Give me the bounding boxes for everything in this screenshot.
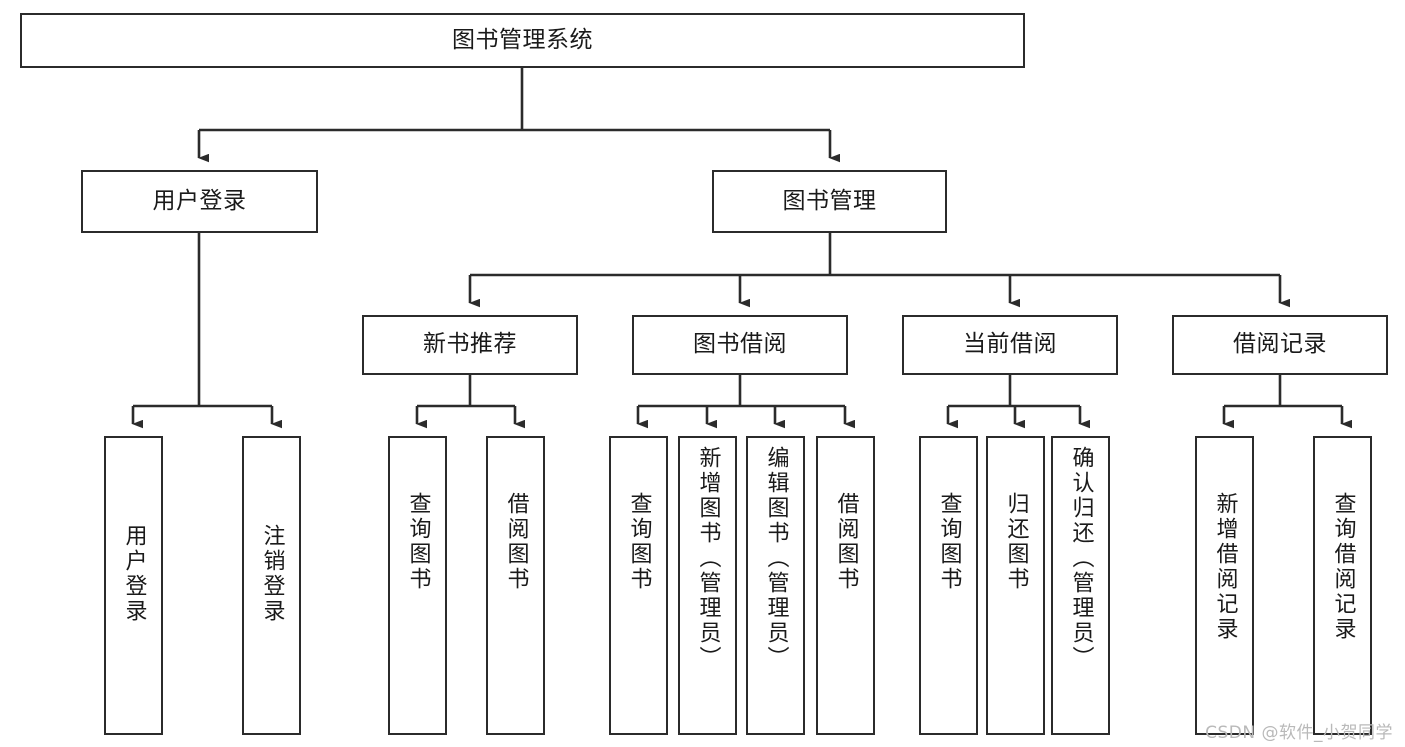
node-label: 确认归还（管理员）	[1068, 446, 1094, 671]
node-leaf-add-borrow-record[interactable]: 新增借阅记录	[1195, 436, 1254, 735]
node-leaf-add-book-admin[interactable]: 新增图书（管理员）	[678, 436, 737, 735]
node-leaf-logout[interactable]: 注销登录	[242, 436, 301, 735]
node-book-borrow[interactable]: 图书借阅	[632, 315, 848, 375]
node-label: 当前借阅	[963, 331, 1057, 358]
node-label: 借阅图书	[833, 492, 859, 592]
node-label: 查询图书	[936, 492, 962, 592]
node-label: 新增图书（管理员）	[695, 446, 721, 671]
node-label: 注销登录	[259, 524, 285, 624]
node-leaf-return-book[interactable]: 归还图书	[986, 436, 1045, 735]
node-leaf-edit-book-admin[interactable]: 编辑图书（管理员）	[746, 436, 805, 735]
node-leaf-query-book-current[interactable]: 查询图书	[919, 436, 978, 735]
node-label: 借阅图书	[503, 492, 529, 592]
node-label: 借阅记录	[1233, 331, 1327, 358]
node-label: 图书管理系统	[452, 26, 593, 53]
node-leaf-query-book-borrow[interactable]: 查询图书	[609, 436, 668, 735]
node-root-system[interactable]: 图书管理系统	[20, 13, 1025, 68]
node-label: 图书管理	[782, 187, 877, 214]
node-borrow-record[interactable]: 借阅记录	[1172, 315, 1388, 375]
node-label: 新书推荐	[423, 331, 517, 358]
node-label: 用户登录	[121, 524, 147, 624]
node-book-management[interactable]: 图书管理	[712, 170, 947, 233]
watermark: CSDN @软件_小贺同学	[1205, 723, 1393, 743]
node-label: 查询图书	[626, 492, 652, 592]
node-leaf-user-login[interactable]: 用户登录	[104, 436, 163, 735]
node-leaf-query-borrow-record[interactable]: 查询借阅记录	[1313, 436, 1372, 735]
node-label: 查询图书	[405, 492, 431, 592]
node-label: 用户登录	[152, 187, 247, 214]
node-leaf-borrow-book[interactable]: 借阅图书	[816, 436, 875, 735]
node-label: 新增借阅记录	[1212, 492, 1238, 642]
node-user-login[interactable]: 用户登录	[81, 170, 318, 233]
node-new-book-recommend[interactable]: 新书推荐	[362, 315, 578, 375]
node-leaf-query-book-recommend[interactable]: 查询图书	[388, 436, 447, 735]
node-label: 图书借阅	[693, 331, 787, 358]
node-leaf-borrow-book-recommend[interactable]: 借阅图书	[486, 436, 545, 735]
node-label: 查询借阅记录	[1330, 492, 1356, 642]
node-label: 编辑图书（管理员）	[763, 446, 789, 671]
node-label: 归还图书	[1003, 492, 1029, 592]
node-current-borrow[interactable]: 当前借阅	[902, 315, 1118, 375]
node-leaf-confirm-return-admin[interactable]: 确认归还（管理员）	[1051, 436, 1110, 735]
